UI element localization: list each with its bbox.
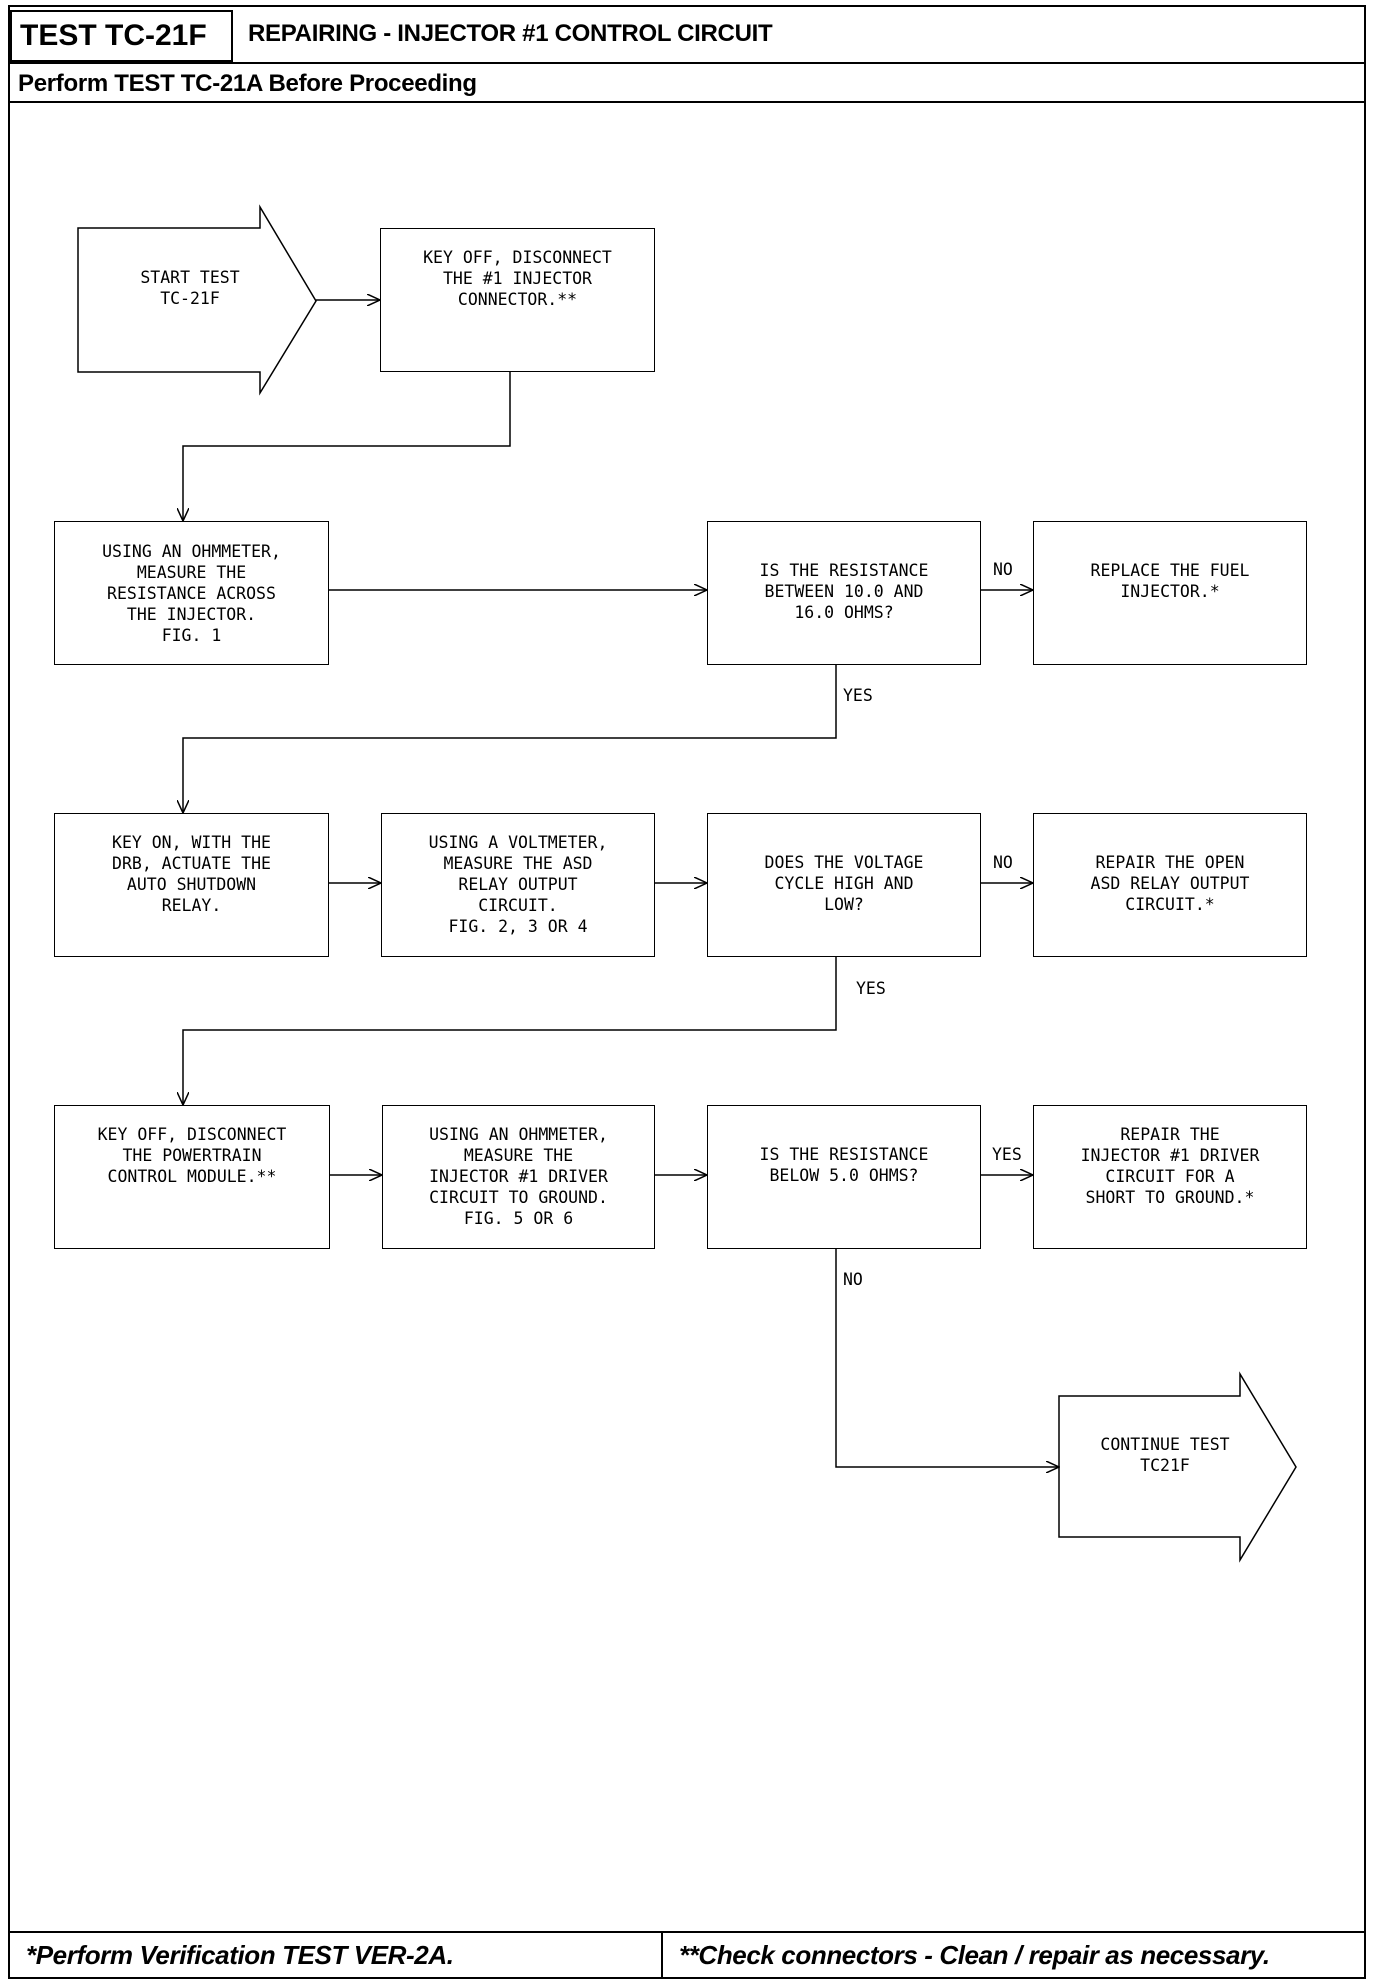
footer-divider xyxy=(10,1931,1366,1933)
footer-note-verification: *Perform Verification TEST VER-2A. xyxy=(26,1940,454,1970)
header-divider xyxy=(10,62,1366,64)
page-subtitle: Perform TEST TC-21A Before Proceeding xyxy=(18,70,477,97)
footer-note-connectors: **Check connectors - Clean / repair as n… xyxy=(679,1940,1270,1970)
branch-label-no: NO xyxy=(843,1270,863,1289)
action-replace-injector: REPLACE THE FUEL INJECTOR.* xyxy=(1033,521,1307,665)
test-id: TEST TC-21F xyxy=(10,10,233,62)
continue-terminal-shape xyxy=(1058,1371,1297,1563)
subtitle-divider xyxy=(10,101,1366,103)
branch-label-yes: YES xyxy=(843,686,873,705)
action-repair-asd: REPAIR THE OPEN ASD RELAY OUTPUT CIRCUIT… xyxy=(1033,813,1307,957)
continue-terminal: CONTINUE TEST TC21F xyxy=(1100,1435,1230,1475)
decision-resistance-range: IS THE RESISTANCE BETWEEN 10.0 AND 16.0 … xyxy=(707,521,981,665)
start-terminal: START TEST TC-21F xyxy=(140,268,240,308)
step-measure-voltage: USING A VOLTMETER, MEASURE THE ASD RELAY… xyxy=(381,813,655,957)
step-disconnect-pcm: KEY OFF, DISCONNECT THE POWERTRAIN CONTR… xyxy=(54,1105,330,1249)
step-measure-driver: USING AN OHMMETER, MEASURE THE INJECTOR … xyxy=(382,1105,655,1249)
decision-voltage-cycle: DOES THE VOLTAGE CYCLE HIGH AND LOW? xyxy=(707,813,981,957)
branch-label-no: NO xyxy=(993,853,1013,872)
step-actuate-relay: KEY ON, WITH THE DRB, ACTUATE THE AUTO S… xyxy=(54,813,329,957)
action-repair-driver: REPAIR THE INJECTOR #1 DRIVER CIRCUIT FO… xyxy=(1033,1105,1307,1249)
footer-cell-divider xyxy=(661,1931,663,1977)
decision-resistance-below: IS THE RESISTANCE BELOW 5.0 OHMS? xyxy=(707,1105,981,1249)
page-title: REPAIRING - INJECTOR #1 CONTROL CIRCUIT xyxy=(248,20,773,47)
step-disconnect-injector: KEY OFF, DISCONNECT THE #1 INJECTOR CONN… xyxy=(380,228,655,372)
branch-label-yes: YES xyxy=(856,979,886,998)
branch-label-yes: YES xyxy=(992,1145,1022,1164)
page-frame xyxy=(8,5,1366,1979)
branch-label-no: NO xyxy=(993,560,1013,579)
step-measure-injector: USING AN OHMMETER, MEASURE THE RESISTANC… xyxy=(54,521,329,665)
start-terminal-shape xyxy=(77,204,317,396)
